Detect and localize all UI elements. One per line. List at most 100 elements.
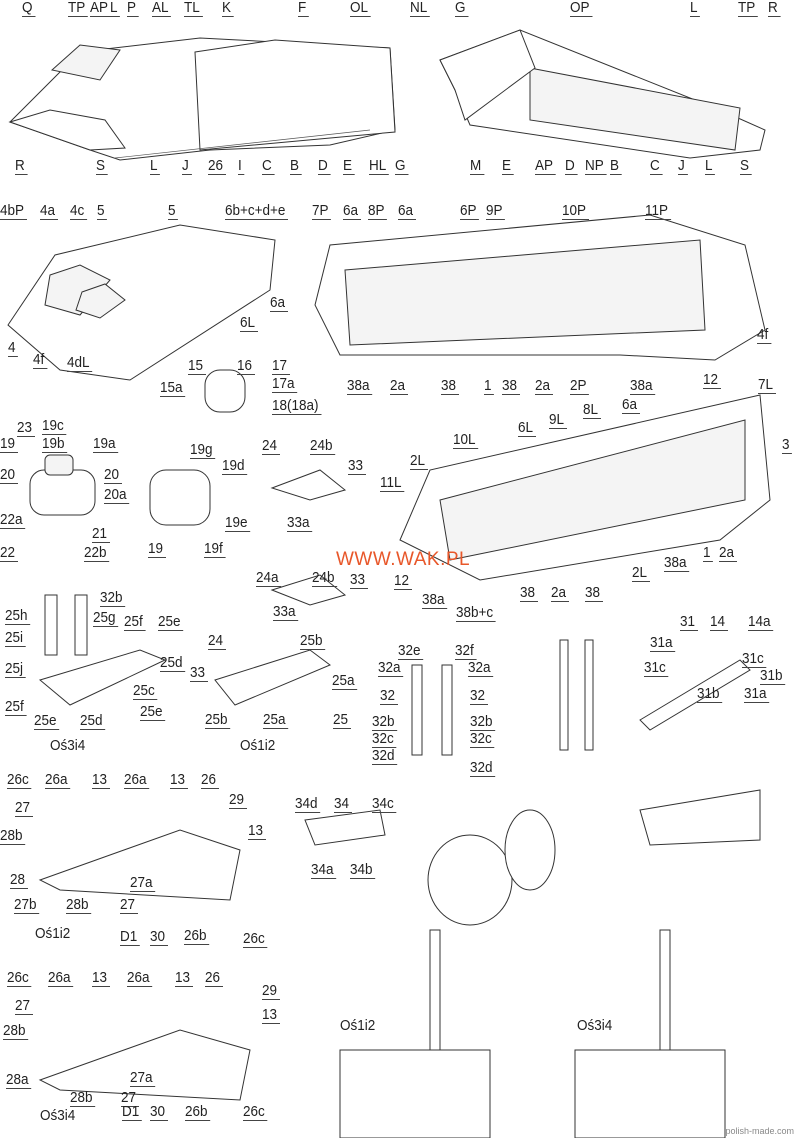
- part-label: 32a: [378, 660, 404, 677]
- part-label: C: [262, 158, 275, 175]
- axle-caption: Oś3i4: [40, 1107, 76, 1124]
- part-label: 27: [15, 998, 33, 1015]
- part-label: L: [690, 0, 701, 17]
- part-label: 25b: [300, 633, 326, 650]
- part-label: 9P: [486, 203, 506, 220]
- part-label: 32: [470, 688, 488, 705]
- part-label: 38: [441, 378, 459, 395]
- part-label: 17: [272, 358, 290, 375]
- part-label: 26a: [127, 970, 153, 987]
- part-label: 13: [175, 970, 193, 987]
- part-label: 24: [208, 633, 226, 650]
- part-label: 24b: [312, 570, 338, 587]
- part-label: HL: [369, 158, 389, 175]
- part-label: 25j: [5, 661, 26, 678]
- part-label: 18(18a): [272, 398, 322, 415]
- part-label: 31a: [650, 635, 676, 652]
- part-label: 26a: [124, 772, 150, 789]
- part-label: 27: [121, 1090, 139, 1107]
- part-label: 38b+c: [456, 605, 496, 622]
- part-label: 2a: [551, 585, 569, 602]
- part-label: 25a: [263, 712, 289, 729]
- part-label: 25f: [124, 614, 146, 631]
- part-label: 7L: [758, 377, 776, 394]
- part-label: 4f: [757, 327, 771, 344]
- part-label: 27a: [130, 875, 156, 892]
- part-label: 33a: [287, 515, 313, 532]
- part-label: 6a: [270, 295, 288, 312]
- part-label: 8P: [368, 203, 388, 220]
- part-label: 12: [703, 372, 721, 389]
- part-label: 25b: [205, 712, 231, 729]
- part-label: S: [740, 158, 752, 175]
- part-label: 29: [262, 983, 280, 1000]
- part-label: 26a: [45, 772, 71, 789]
- part-label: 34: [334, 796, 352, 813]
- part-label: 25e: [158, 614, 184, 631]
- part-label: 33: [190, 665, 208, 682]
- part-label: 14a: [748, 614, 774, 631]
- part-label: OP: [570, 0, 593, 17]
- part-label: F: [298, 0, 309, 17]
- part-label: 38a: [422, 592, 448, 609]
- part-label: L: [705, 158, 716, 175]
- part-label: L: [110, 0, 121, 17]
- part-label: 2L: [632, 565, 650, 582]
- part-label: 19: [148, 541, 166, 558]
- part-label: 4: [8, 340, 19, 357]
- part-label: Q: [22, 0, 36, 17]
- part-label: TP: [738, 0, 758, 17]
- axle-caption: Oś1i2: [35, 925, 71, 942]
- part-label: 25i: [5, 630, 26, 647]
- part-label: 38a: [630, 378, 656, 395]
- hull-left-drawing: [8, 37, 396, 161]
- part-label: 5: [168, 203, 179, 220]
- part-label: 20: [104, 467, 122, 484]
- part-label: 27a: [130, 1070, 156, 1087]
- part-label: C: [650, 158, 663, 175]
- part-label: 26c: [243, 1104, 268, 1121]
- part-label: 26: [208, 158, 226, 175]
- part-label: 6L: [518, 420, 536, 437]
- part-label: 7P: [312, 203, 332, 220]
- watermark-text: WWW.WAK.PL: [336, 549, 471, 570]
- part-label: G: [395, 158, 409, 175]
- part-label: 32b: [100, 590, 126, 607]
- hull-right-drawing: [439, 29, 766, 159]
- part-label: 2P: [570, 378, 590, 395]
- part-label: 19d: [222, 458, 248, 475]
- part-label: 11L: [380, 475, 405, 492]
- part-label: K: [222, 0, 234, 17]
- hull-side-left-drawing: [399, 394, 771, 581]
- part-label: 30: [150, 929, 168, 946]
- part-label: 32b: [470, 714, 496, 731]
- part-label: 1: [484, 378, 495, 395]
- part-label: 26c: [243, 931, 268, 948]
- part-label: 28b: [0, 828, 26, 845]
- part-label: 22: [0, 545, 18, 562]
- part-label: 2a: [535, 378, 553, 395]
- part-label: 32e: [398, 643, 424, 660]
- part-label: 34d: [295, 796, 321, 813]
- part-label: AP: [535, 158, 556, 175]
- part-label: 33: [348, 458, 366, 475]
- suspension-drawing: [38, 594, 761, 926]
- part-label: 17a: [272, 376, 298, 393]
- part-label: 6b+c+d+e: [225, 203, 289, 220]
- part-label: 26b: [184, 928, 210, 945]
- part-label: 31c: [742, 651, 767, 668]
- axle-caption: Oś1i2: [340, 1017, 376, 1034]
- part-label: 32d: [470, 760, 496, 777]
- part-label: 13: [170, 772, 188, 789]
- part-label: 32a: [468, 660, 494, 677]
- part-label: 38: [520, 585, 538, 602]
- part-label: 32d: [372, 748, 398, 765]
- part-label: 31a: [744, 686, 770, 703]
- part-label: 24b: [310, 438, 336, 455]
- part-label: NL: [410, 0, 430, 17]
- part-label: 12: [394, 573, 412, 590]
- part-label: R: [768, 0, 781, 17]
- part-label: 13: [92, 970, 110, 987]
- part-label: 6P: [460, 203, 480, 220]
